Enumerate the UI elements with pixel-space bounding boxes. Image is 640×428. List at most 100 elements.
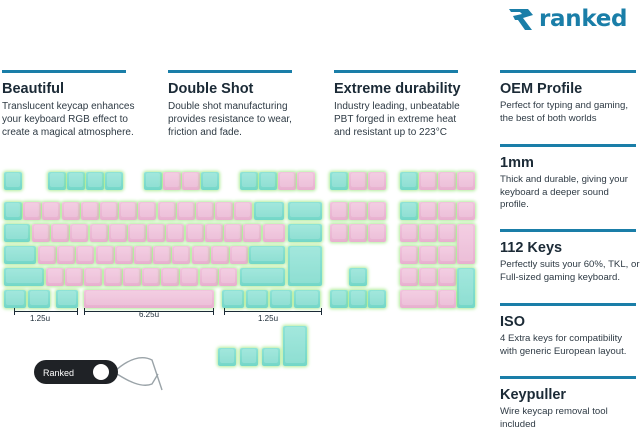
keycap-set-illustration bbox=[4, 172, 475, 366]
keycap bbox=[95, 246, 114, 264]
keycap bbox=[294, 290, 320, 308]
keycap bbox=[400, 224, 418, 242]
keycap bbox=[142, 268, 160, 286]
feature-desc: Thick and durable, giving your keyboard … bbox=[500, 174, 628, 210]
ranked-logo-icon bbox=[509, 9, 533, 30]
feature-double-shot: Double Shot Double shot manufacturing pr… bbox=[168, 70, 328, 139]
keycap bbox=[67, 172, 85, 190]
keycap bbox=[4, 172, 22, 190]
keycap bbox=[215, 202, 234, 220]
dimension-label-left: 1.25u bbox=[30, 314, 51, 323]
feature-title: Double Shot bbox=[168, 81, 254, 97]
keycap bbox=[349, 172, 367, 190]
keycap bbox=[185, 224, 204, 242]
feature-oem-profile: OEM Profile Perfect for typing and gamin… bbox=[500, 70, 640, 125]
keycap bbox=[51, 224, 70, 242]
section-rule bbox=[500, 376, 636, 379]
feature-title: 112 Keys bbox=[500, 240, 563, 256]
brand-name: ranked bbox=[539, 6, 628, 32]
feature-desc: Double shot manufacturing provides resis… bbox=[168, 101, 292, 138]
feature-title: Beautiful bbox=[2, 81, 65, 97]
section-rule bbox=[500, 144, 636, 147]
keycap bbox=[103, 268, 122, 286]
feature-beautiful: Beautiful Translucent keycap enhances yo… bbox=[2, 70, 162, 139]
keycap bbox=[234, 202, 253, 220]
keycap bbox=[270, 290, 292, 308]
section-rule bbox=[168, 70, 292, 73]
keycap bbox=[199, 268, 218, 286]
keycap bbox=[4, 246, 36, 264]
keycap bbox=[218, 348, 236, 366]
keycap bbox=[147, 224, 166, 242]
keycap bbox=[4, 290, 26, 308]
keycap bbox=[438, 268, 456, 286]
keycap bbox=[108, 224, 127, 242]
keycap bbox=[438, 202, 456, 220]
keycap bbox=[419, 202, 437, 220]
keycap bbox=[76, 246, 95, 264]
keycap bbox=[182, 172, 200, 190]
keycap bbox=[249, 246, 285, 264]
keycap bbox=[368, 224, 386, 242]
feature-keypuller: Keypuller Wire keycap removal tool inclu… bbox=[500, 376, 640, 428]
keycap bbox=[349, 268, 367, 286]
keycap bbox=[457, 202, 475, 220]
dimension-line-space bbox=[84, 308, 214, 315]
keycap bbox=[153, 246, 172, 264]
keypuller-brand-label: Ranked bbox=[43, 368, 74, 378]
keycap bbox=[134, 246, 152, 264]
keycap bbox=[166, 224, 185, 242]
keycap bbox=[400, 268, 418, 286]
feature-desc: 4 Extra keys for compatibility with gene… bbox=[500, 333, 627, 357]
keycap bbox=[263, 224, 285, 242]
keycap bbox=[230, 246, 248, 264]
keycap bbox=[259, 172, 277, 190]
feature-extreme-durability: Extreme durability Industry leading, unb… bbox=[334, 70, 494, 139]
section-rule bbox=[334, 70, 458, 73]
feature-desc: Perfectly suits your 60%, TKL, or Full-s… bbox=[500, 259, 640, 283]
section-rule bbox=[2, 70, 126, 73]
keycap bbox=[201, 172, 219, 190]
keycap bbox=[349, 202, 367, 220]
keycap bbox=[288, 202, 322, 220]
keycap bbox=[438, 172, 456, 190]
keycap bbox=[204, 224, 223, 242]
dimension-label-space: 6.25u bbox=[139, 310, 160, 319]
keycap bbox=[283, 326, 307, 366]
feature-desc: Perfect for typing and gaming, the best … bbox=[500, 100, 628, 124]
keycap bbox=[400, 290, 437, 308]
keycap bbox=[119, 202, 138, 220]
dimension-line-left bbox=[14, 308, 78, 315]
keycap bbox=[349, 290, 367, 308]
keycap bbox=[176, 202, 195, 220]
keycap bbox=[84, 268, 103, 286]
keycap bbox=[288, 246, 322, 286]
keycap bbox=[240, 172, 258, 190]
feature-title: OEM Profile bbox=[500, 81, 583, 97]
keycap bbox=[4, 268, 44, 286]
feature-1mm: 1mm Thick and durable, giving your keybo… bbox=[500, 144, 640, 212]
keycap bbox=[222, 290, 244, 308]
keycap bbox=[172, 246, 191, 264]
keypuller-illustration: Ranked bbox=[34, 352, 164, 392]
keycap bbox=[32, 224, 50, 242]
keycap bbox=[4, 202, 22, 220]
keycap bbox=[86, 172, 104, 190]
keycap bbox=[70, 224, 89, 242]
keycap bbox=[57, 246, 76, 264]
keycap bbox=[114, 246, 133, 264]
dimension-label-right: 1.25u bbox=[258, 314, 279, 323]
keycap bbox=[240, 348, 258, 366]
keycap bbox=[180, 268, 199, 286]
feature-desc: Wire keycap removal tool included bbox=[500, 406, 608, 428]
keycap bbox=[457, 224, 475, 264]
keycap bbox=[297, 172, 315, 190]
keycap bbox=[100, 202, 118, 220]
keycap bbox=[138, 202, 157, 220]
keycap bbox=[400, 246, 418, 264]
keycap bbox=[330, 290, 348, 308]
keycap bbox=[224, 224, 242, 242]
keycap bbox=[80, 202, 99, 220]
keycap bbox=[144, 172, 162, 190]
dimension-line-right bbox=[224, 308, 322, 315]
